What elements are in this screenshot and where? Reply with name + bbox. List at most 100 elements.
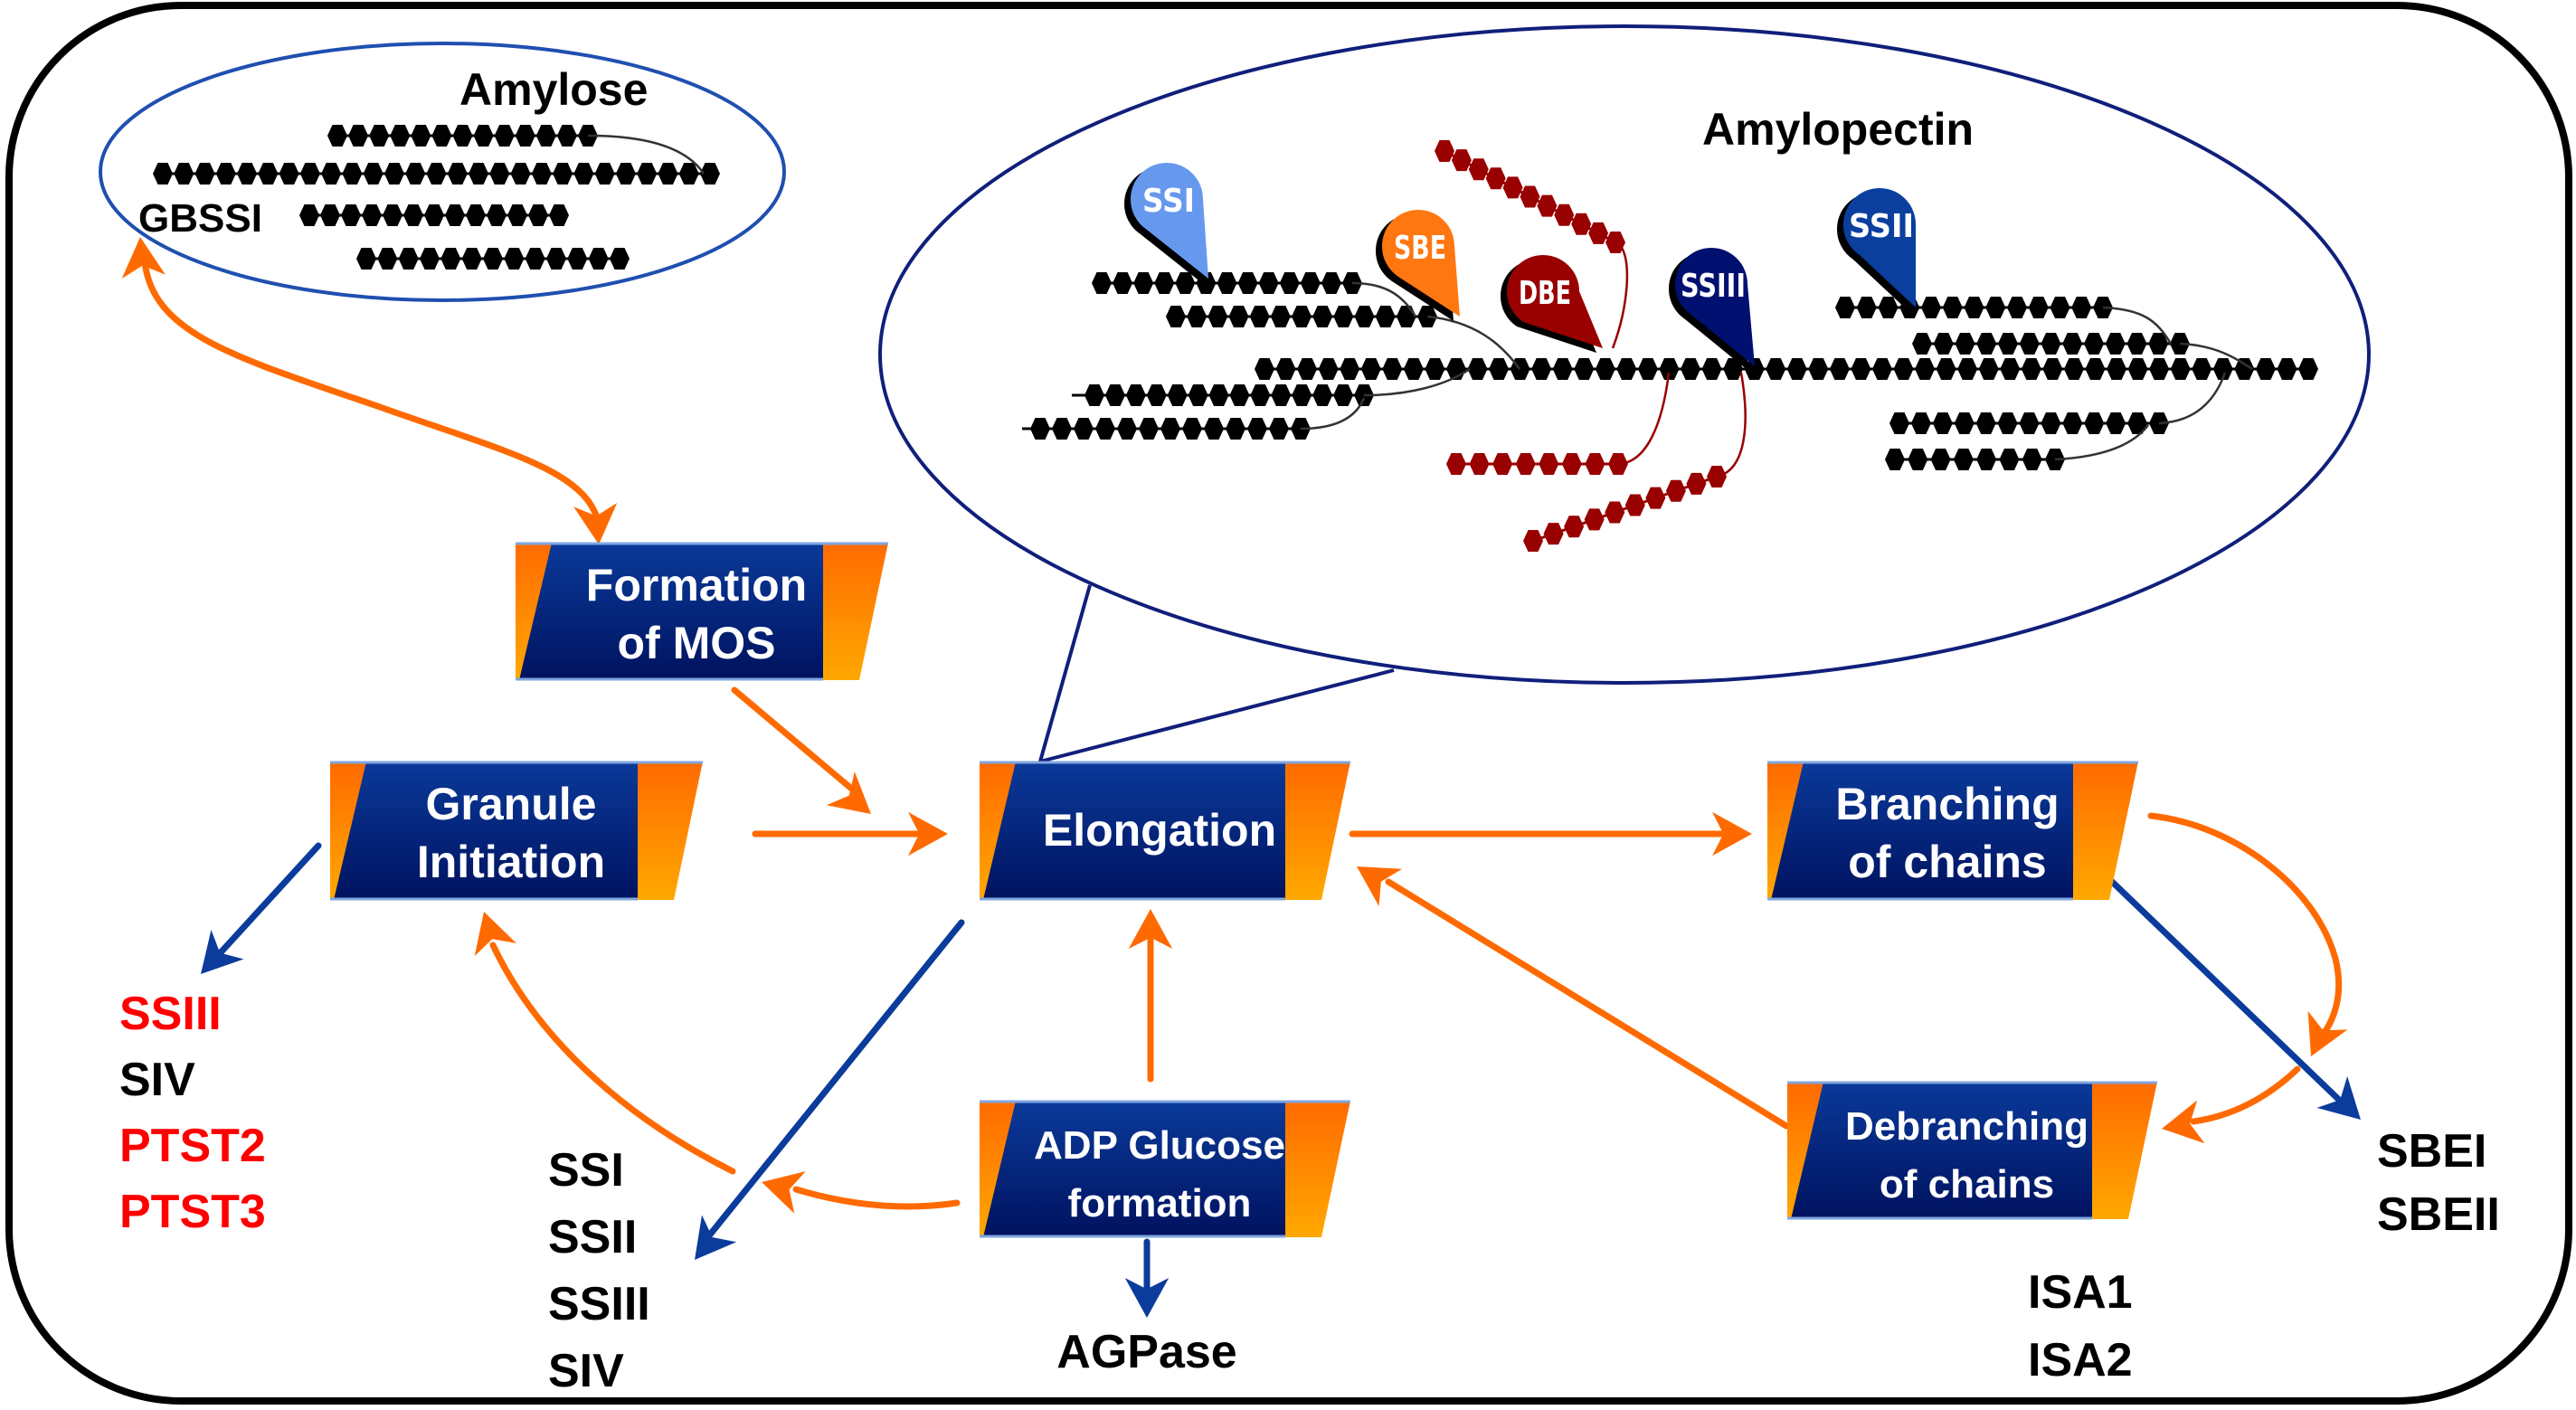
glucose-bead: [1978, 358, 1999, 380]
glucose-bead: [1279, 272, 1300, 294]
process-label-line2: of chains: [1880, 1162, 2054, 1207]
glucose-bead: [153, 163, 173, 185]
glucose-bead: [1665, 479, 1686, 502]
branch-link: [1716, 372, 1747, 478]
glucose-bead: [2000, 358, 2021, 380]
glucan-chain: [299, 204, 569, 226]
glucose-bead: [279, 163, 299, 185]
glucose-bead: [426, 163, 447, 185]
glucan-chain: [1912, 333, 2190, 355]
glucan-chain: [1030, 418, 1311, 440]
box-body: [519, 543, 823, 680]
process-label-line1: Formation: [586, 560, 807, 610]
glucose-bead: [1659, 358, 1680, 380]
box-body: [983, 762, 1285, 900]
glucan-chain: [1435, 140, 1625, 253]
glucose-bead: [1188, 384, 1208, 406]
glucose-bead: [1723, 358, 1744, 380]
glucose-bead: [2298, 358, 2318, 380]
glucose-bead: [1255, 358, 1274, 380]
glucose-bead: [2277, 358, 2297, 380]
glucose-bead: [348, 125, 369, 147]
glucose-bead: [461, 248, 482, 270]
amylopectin-title: Amylopectin: [1702, 104, 1974, 155]
glucose-bead: [1489, 358, 1510, 380]
glucose-bead: [494, 125, 515, 147]
glucan-chain: [327, 125, 598, 147]
box-body: [1791, 1082, 2092, 1219]
glucose-bead: [2062, 333, 2083, 355]
glucose-bead: [1808, 358, 1829, 380]
glucose-bead: [2041, 412, 2061, 434]
glucose-bead: [1964, 297, 1984, 318]
glucose-bead: [1624, 494, 1645, 516]
box-accent-left: [1767, 762, 1804, 900]
branch-link: [2158, 372, 2227, 425]
glucose-bead: [2062, 412, 2083, 434]
glucose-bead: [700, 163, 720, 185]
glucose-bead: [1766, 358, 1786, 380]
glucose-bead: [2063, 358, 2084, 380]
glucose-bead: [1292, 384, 1312, 406]
glucan-chain: [153, 163, 720, 185]
glucose-bead: [1953, 449, 1974, 470]
glucose-bead: [2019, 333, 2040, 355]
glucose-bead: [469, 163, 489, 185]
branch-link: [587, 134, 706, 175]
glucose-bead: [466, 204, 486, 226]
glucose-bead: [440, 248, 461, 270]
glucose-bead: [1160, 418, 1180, 440]
glucose-bead: [1616, 358, 1637, 380]
glucose-bead: [1933, 333, 1954, 355]
process-label-line2: of chains: [1848, 837, 2046, 887]
glucose-bead: [1125, 384, 1146, 406]
glucose-bead: [1998, 333, 2018, 355]
arrow-granule-enzymes: [201, 842, 322, 974]
glucose-bead: [2085, 358, 2106, 380]
glucose-bead: [610, 248, 630, 270]
glucose-bead: [2234, 358, 2255, 380]
glucose-bead: [1786, 358, 1807, 380]
glucose-bead: [1515, 453, 1536, 475]
glucose-bead: [1247, 418, 1267, 440]
glucan-chain: [1885, 449, 2065, 470]
glucose-bead: [1275, 358, 1296, 380]
arrow-adp-to-granule: [762, 1171, 961, 1214]
arrow-to-debranching: [2162, 1065, 2301, 1144]
glucose-bead: [1531, 358, 1552, 380]
glucose-bead: [1554, 203, 1575, 226]
glucose-bead: [1312, 306, 1333, 327]
glucose-bead: [431, 125, 452, 147]
box-accent-right: [2092, 1082, 2157, 1219]
arrow-debranching-elongation: [1357, 866, 1790, 1130]
glucose-bead: [1584, 508, 1605, 531]
glucose-bead: [1889, 412, 1909, 434]
arrows: [121, 237, 2361, 1318]
glucose-bead: [1375, 306, 1396, 327]
glucose-bead: [1360, 358, 1381, 380]
glucose-bead: [1878, 297, 1899, 318]
glucose-bead: [327, 125, 347, 147]
glucose-bead: [525, 248, 545, 270]
glucose-bead: [1552, 358, 1573, 380]
glucose-bead: [2149, 358, 2170, 380]
box-accent-right: [823, 543, 888, 680]
process-label-line2: Initiation: [417, 837, 605, 887]
box-accent-right: [1285, 762, 1350, 900]
glucose-bead: [194, 163, 215, 185]
pin-marker-icon: [1674, 248, 1755, 366]
glucose-bead: [1502, 176, 1523, 199]
glucose-bead: [2042, 358, 2063, 380]
glucose-bead: [1932, 412, 1953, 434]
glucose-bead: [341, 204, 361, 226]
glucose-bead: [377, 248, 398, 270]
glucose-bead: [1226, 418, 1245, 440]
branch-link: [2054, 424, 2149, 461]
pin-sbe: SBE: [1375, 210, 1460, 321]
box-accent-right: [1285, 1101, 1350, 1237]
arrowhead-icon: [1712, 811, 1752, 856]
arrowhead-icon: [1124, 1278, 1170, 1318]
glucose-bead: [1250, 384, 1271, 406]
gbssi-label: GBSSI: [138, 196, 262, 241]
